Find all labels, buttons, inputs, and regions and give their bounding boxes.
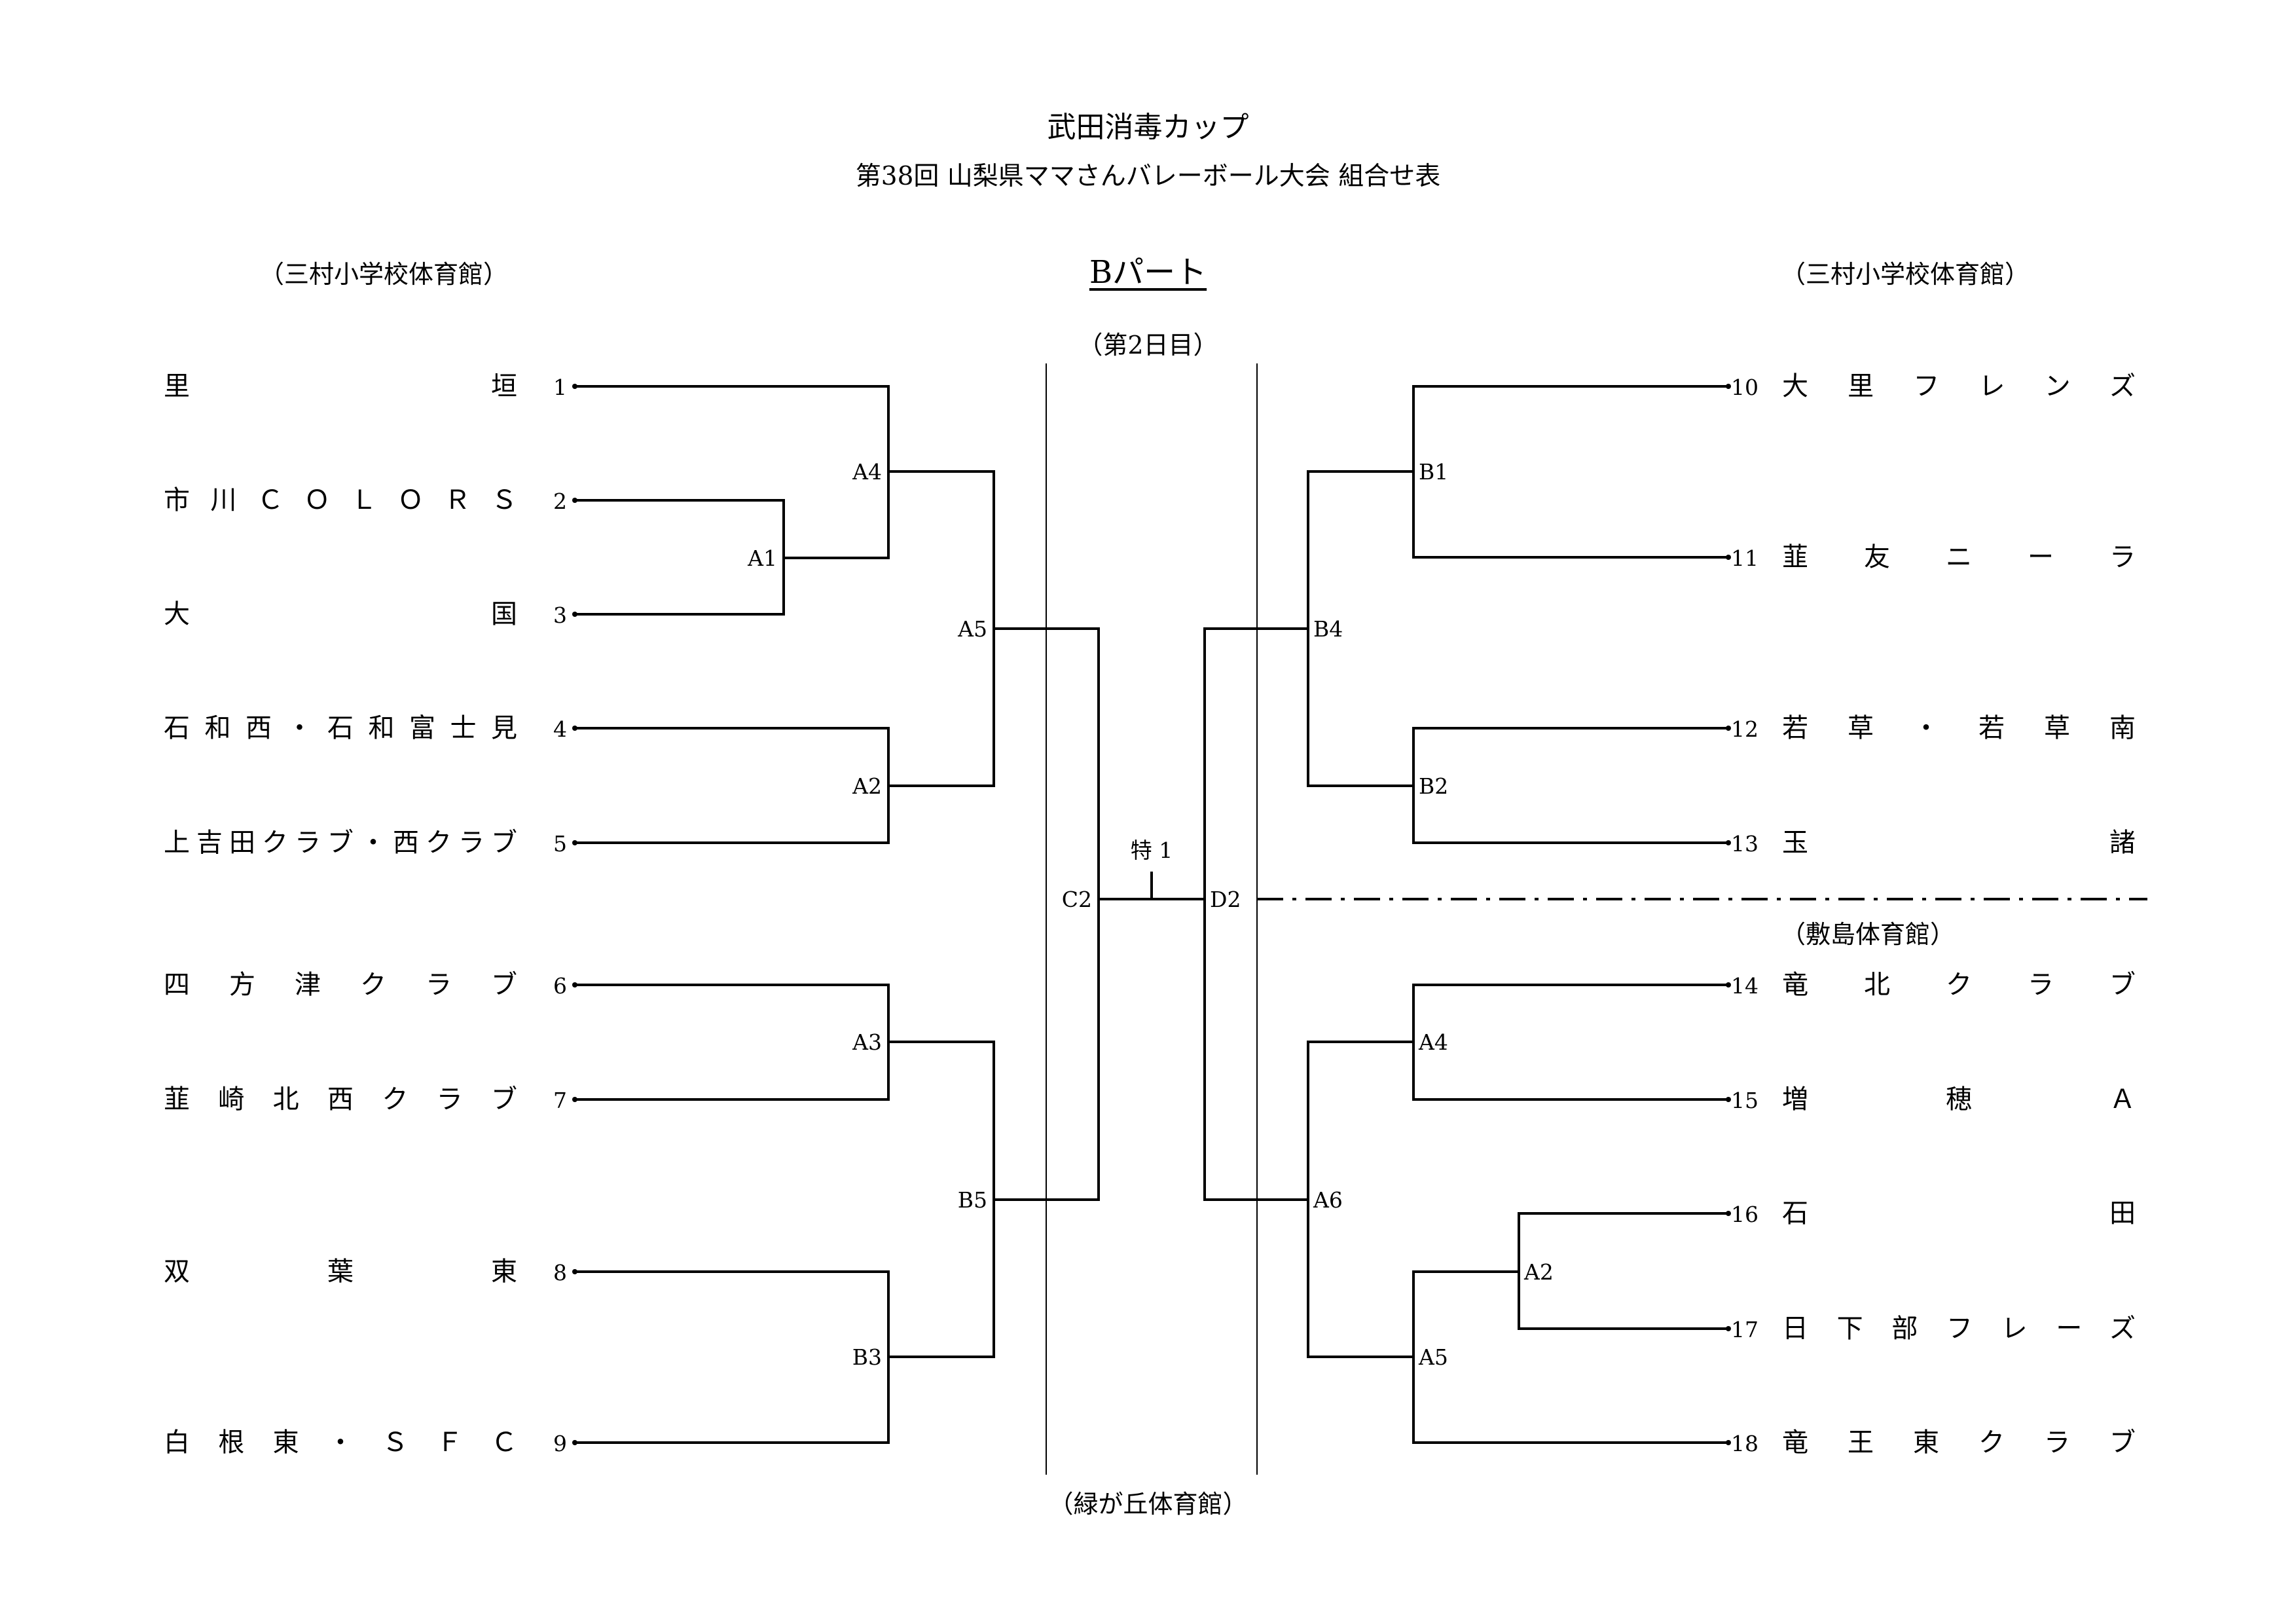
team-no-7: 7: [553, 1088, 567, 1113]
match-label-b2: B2: [1419, 773, 1448, 799]
match-label-b5: B5: [958, 1187, 987, 1213]
match-label-c2: C2: [1062, 887, 1092, 912]
team-no-15: 15: [1731, 1088, 1758, 1113]
bracket-line-a4-right: [1307, 984, 1730, 1101]
team-no-17: 17: [1731, 1317, 1758, 1342]
bracket-line-a5-right: [1307, 1270, 1730, 1444]
match-label-a2-right: A2: [1523, 1259, 1554, 1285]
team-no-8: 8: [553, 1260, 567, 1285]
match-label-a2: A2: [852, 773, 882, 799]
team-left-3: 大国: [164, 599, 517, 629]
match-label-b1: B1: [1419, 459, 1448, 485]
team-left-4: 石和西・石和富士見: [164, 713, 517, 743]
part-heading: Bパート: [1089, 254, 1207, 291]
team-no-9: 9: [553, 1431, 567, 1456]
match-label-a5-right: A5: [1418, 1344, 1448, 1370]
team-left-5: 上吉田クラブ・西クラブ: [164, 828, 517, 858]
bracket-line-b1: [1307, 385, 1730, 559]
bracket-line-b3: [574, 1270, 995, 1444]
venue-center-bottom: （緑が丘体育館）: [1048, 1490, 1248, 1519]
team-left-1: 里垣: [164, 371, 517, 401]
team-left-7: 韮崎北西クラブ: [164, 1084, 517, 1115]
venue-right-bottom: （敷島体育館）: [1781, 920, 1956, 949]
match-label-a6: A6: [1313, 1187, 1343, 1213]
bracket-line-a3: [574, 984, 995, 1101]
bracket-line-b2: [1307, 727, 1730, 844]
team-no-16: 16: [1731, 1202, 1758, 1227]
team-right-16: 石田: [1782, 1198, 2136, 1228]
bracket-line-a4: [574, 385, 995, 559]
page-title: 武田消毒カップ: [1047, 111, 1249, 144]
match-label-a4-right: A4: [1418, 1029, 1448, 1055]
match-label-d2: D2: [1210, 887, 1241, 912]
team-no-2: 2: [553, 489, 567, 514]
team-no-4: 4: [553, 716, 567, 742]
team-no-13: 13: [1731, 831, 1758, 857]
team-no-12: 12: [1731, 716, 1758, 742]
venue-left-top: （三村小学校体育館）: [259, 260, 509, 289]
team-right-14: 竜北クラブ: [1782, 970, 2136, 1000]
match-label-a5: A5: [957, 616, 987, 642]
team-left-8: 双葉東: [164, 1257, 517, 1287]
team-no-3: 3: [553, 602, 567, 628]
team-right-17: 日下部フレーズ: [1782, 1314, 2136, 1344]
match-label-a4: A4: [852, 459, 882, 485]
team-no-14: 14: [1731, 973, 1758, 999]
team-right-13: 玉諸: [1782, 828, 2136, 858]
bracket-line-a2: [574, 727, 995, 844]
team-no-6: 6: [553, 973, 567, 999]
match-label-b3: B3: [852, 1344, 882, 1370]
team-left-6: 四方津クラブ: [164, 970, 517, 1000]
match-label-a1: A1: [747, 545, 777, 571]
team-right-18: 竜王東クラブ: [1782, 1428, 2136, 1458]
final-label: 特 1: [1131, 838, 1173, 863]
team-no-10: 10: [1731, 375, 1758, 400]
team-left-2: 市川ＣＯＬＯＲＳ: [164, 485, 517, 515]
day-label: （第2日目）: [1078, 331, 1218, 360]
venue-right-top: （三村小学校体育館）: [1781, 260, 2030, 289]
team-right-11: 韮友ニーラ: [1782, 542, 2136, 572]
bracket-line-c2: [1097, 627, 1206, 1201]
bracket-line-a1: [574, 499, 890, 616]
match-label-a3: A3: [852, 1029, 882, 1055]
team-right-10: 大里フレンズ: [1782, 371, 2136, 401]
team-no-5: 5: [553, 831, 567, 857]
team-no-11: 11: [1731, 545, 1758, 571]
page-subtitle: 第38回 山梨県ママさんバレーボール大会 組合せ表: [855, 162, 1441, 191]
final-line: [1097, 872, 1206, 900]
team-right-15: 増穂Ａ: [1782, 1084, 2136, 1115]
bracket-line-a2-right: [1412, 1212, 1730, 1330]
team-no-18: 18: [1731, 1431, 1758, 1456]
team-left-9: 白根東・ＳＦＣ: [164, 1428, 517, 1458]
match-label-b4: B4: [1313, 616, 1343, 642]
team-right-12: 若草・若草南: [1782, 713, 2136, 743]
team-no-1: 1: [553, 375, 567, 400]
